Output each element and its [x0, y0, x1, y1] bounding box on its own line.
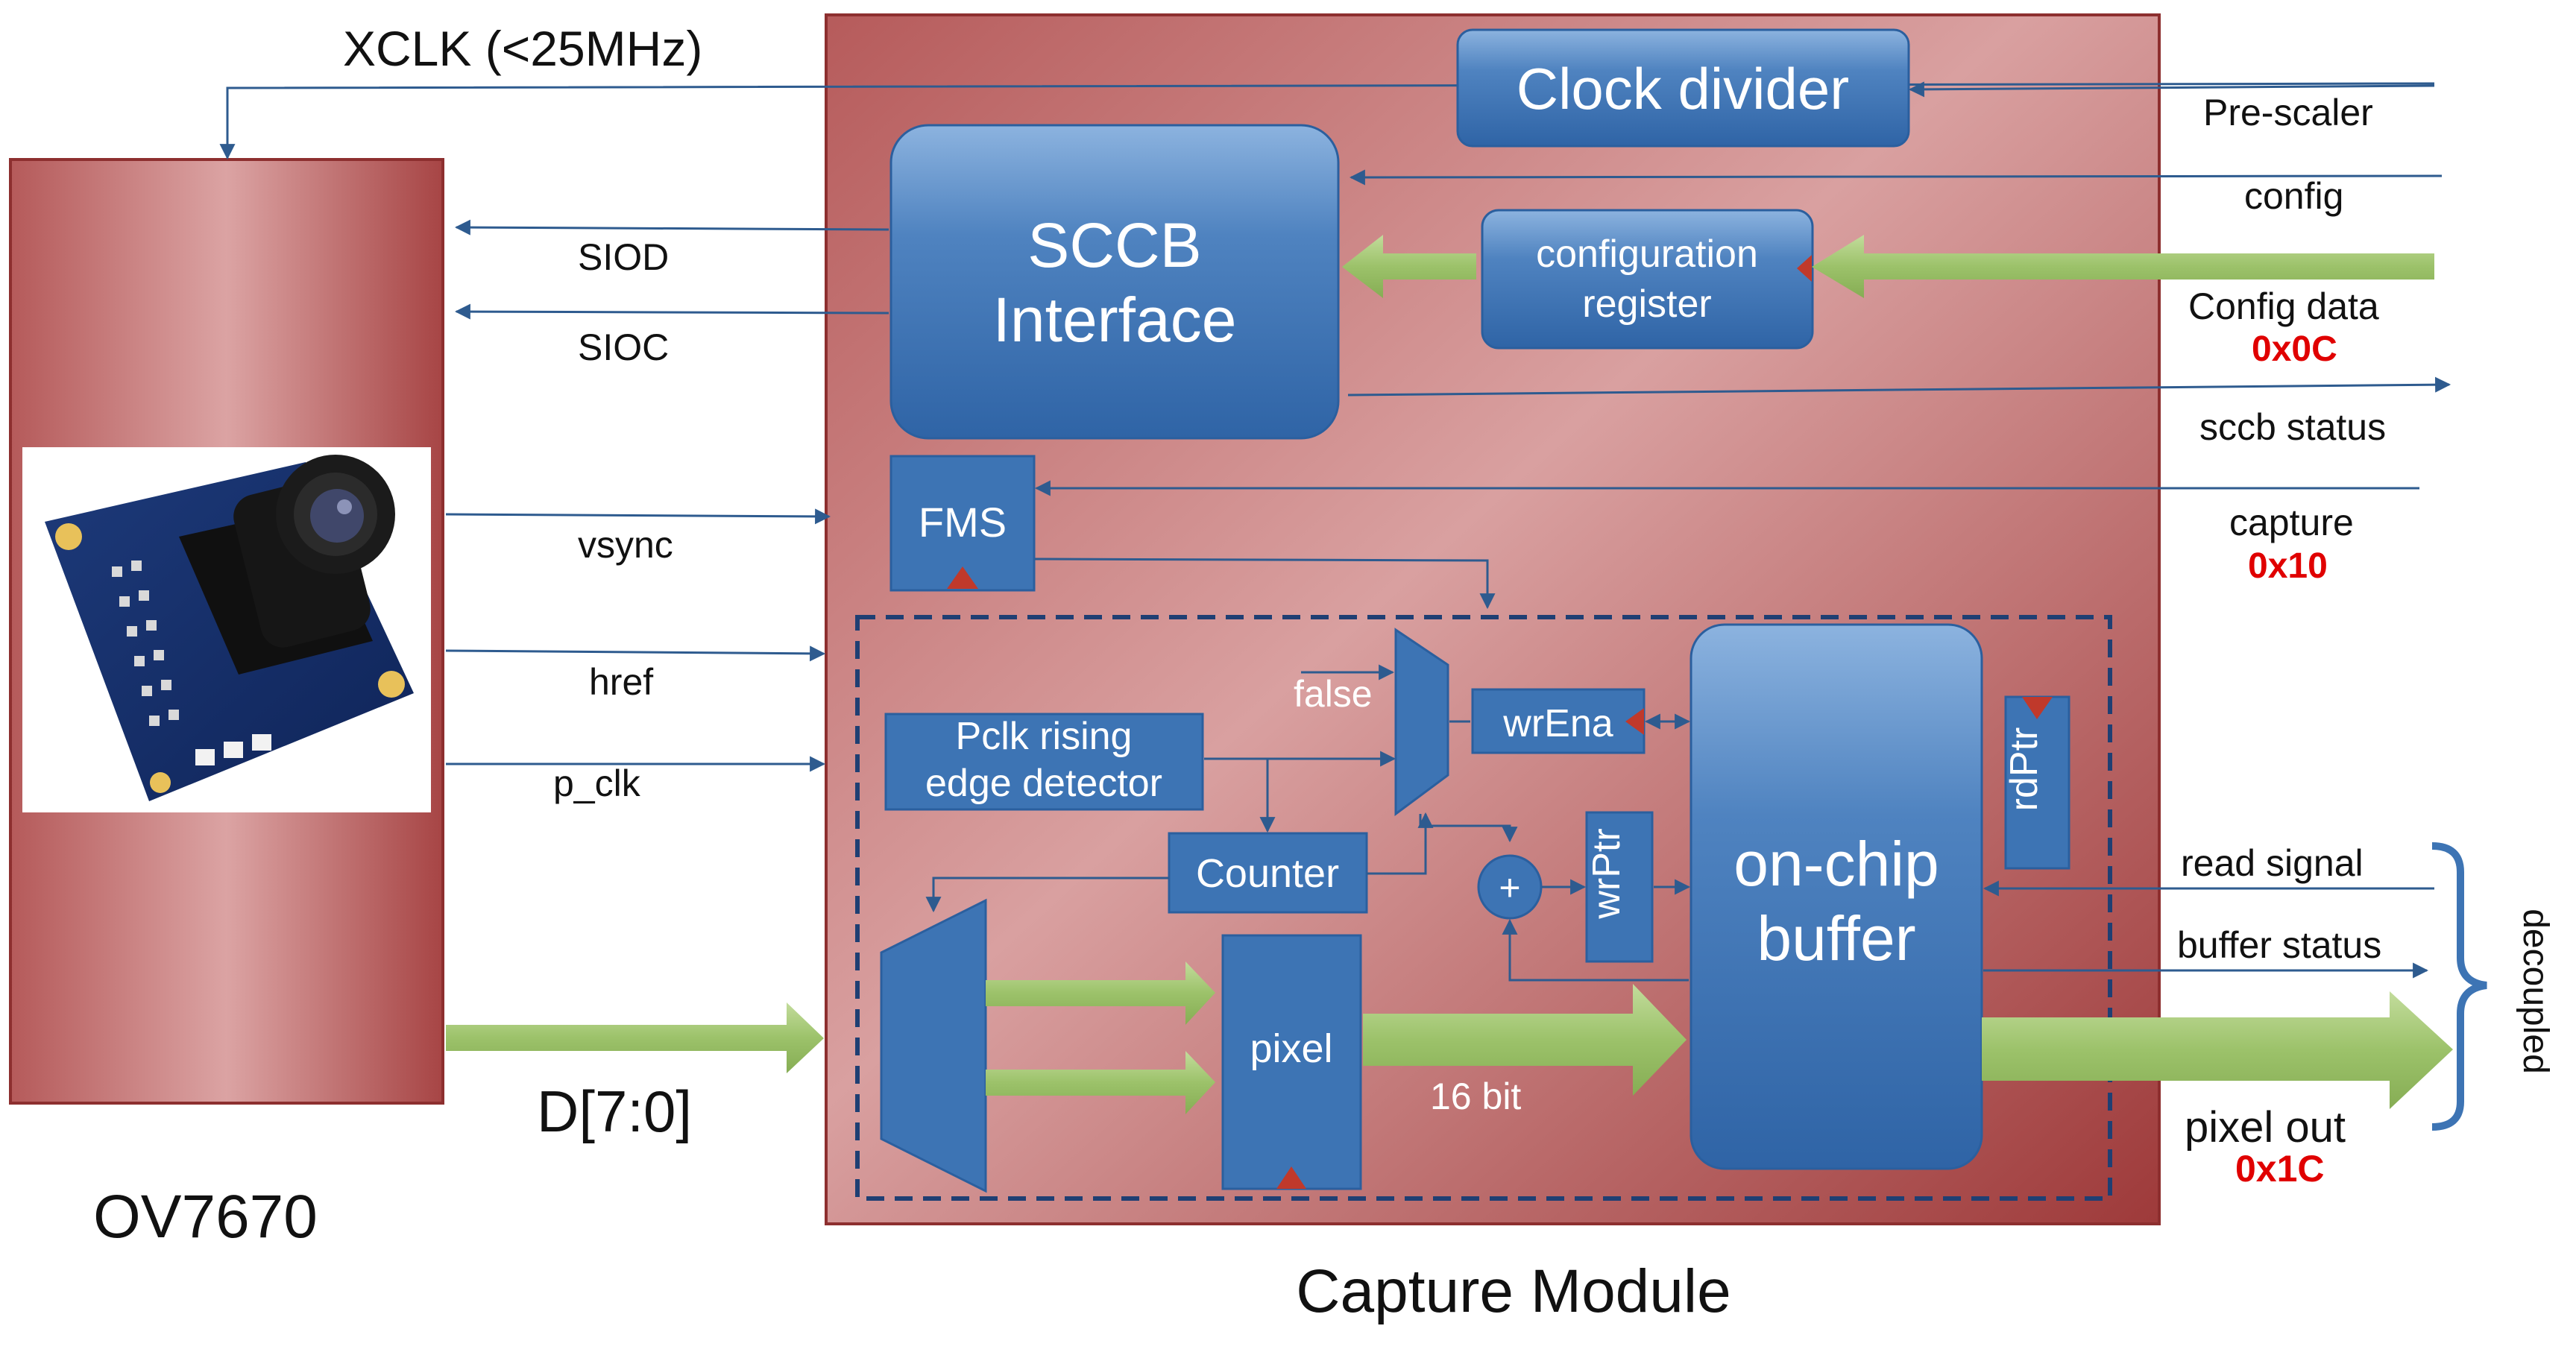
- camera-module-photo: [22, 447, 431, 812]
- pixel-out-address: 0x1C: [2235, 1148, 2325, 1190]
- pclk-edge-detector-block: [884, 713, 1204, 811]
- counter-to-demux-line: [925, 877, 1169, 913]
- wrena-label: wrEna: [1502, 702, 1613, 745]
- decoupled-label: decoupled: [2516, 909, 2555, 1074]
- pclk-detector-label-line1: Pclk rising: [956, 715, 1133, 758]
- config-data-bus-arrow: [1812, 235, 2434, 298]
- config-line: [1349, 169, 2443, 186]
- config-register-label-line2: register: [1582, 282, 1711, 326]
- capture-label: capture: [2229, 502, 2354, 543]
- wrptr-feedback-line: [1502, 918, 1689, 982]
- capture-address: 0x10: [2248, 546, 2328, 586]
- adder-plus: +: [1499, 867, 1520, 909]
- capture-module-title: Capture Module: [1296, 1257, 1731, 1325]
- config-label: config: [2244, 175, 2343, 217]
- sccb-label-line2: Interface: [993, 285, 1237, 355]
- sccb-interface-block: [889, 124, 1340, 440]
- config-to-sccb-bus-arrow: [1342, 235, 1476, 298]
- xclk-label: XCLK (<25MHz): [343, 21, 702, 76]
- sioc-line: [454, 303, 889, 320]
- data-bus-arrow: [446, 1002, 824, 1073]
- buffer-label-line1: on-chip: [1733, 829, 1939, 899]
- config-register-clock-marker: [1797, 255, 1812, 282]
- on-chip-buffer-block: [1689, 623, 1983, 1170]
- data-bus-label: D[7:0]: [537, 1079, 692, 1144]
- pixel-to-buffer-bus-arrow: [1363, 984, 1687, 1096]
- pixel-out-bus-arrow: [1982, 991, 2453, 1109]
- buffer-label-line2: buffer: [1757, 903, 1915, 973]
- byte-demux: [880, 898, 987, 1193]
- false-label: false: [1294, 673, 1373, 715]
- wrena-clock-marker: [1625, 708, 1644, 735]
- low-byte-bus-arrow: [986, 1051, 1215, 1114]
- counter-label: Counter: [1196, 851, 1339, 896]
- prescaler-line: [1908, 81, 2435, 98]
- fms-clock-marker: [947, 566, 978, 589]
- adder-circle: [1477, 854, 1543, 920]
- pixel-register: [1221, 934, 1362, 1190]
- ov7670-label: OV7670: [93, 1183, 318, 1251]
- siod-label: SIOD: [578, 236, 669, 278]
- read-signal-label: read signal: [2181, 842, 2364, 884]
- pclk-detector-label-line2: edge detector: [925, 762, 1162, 805]
- rdptr-label: rdPtr: [2003, 727, 2046, 812]
- config-register-label-line1: configuration: [1536, 233, 1758, 276]
- rdptr-register: [2004, 695, 2070, 870]
- config-data-address: 0x0C: [2252, 329, 2337, 369]
- counter-to-mux-line: [1367, 812, 1434, 875]
- rdptr-clock-marker: [2022, 697, 2053, 719]
- sccb-label-line1: SCCB: [1027, 210, 1201, 280]
- high-byte-bus-arrow: [986, 961, 1215, 1025]
- fms-to-datapath-line: [1034, 558, 1496, 610]
- pixel-out-label: pixel out: [2185, 1103, 2346, 1152]
- bit16-label: 16 bit: [1430, 1076, 1521, 1117]
- wrena-register: [1471, 688, 1646, 754]
- href-line: [445, 645, 826, 662]
- buffer-status-label: buffer status: [2177, 924, 2381, 966]
- sccb-status-label: sccb status: [2199, 406, 2386, 448]
- fms-label: FMS: [919, 499, 1007, 546]
- sioc-label: SIOC: [578, 326, 669, 368]
- clock-divider-label: Clock divider: [1517, 56, 1849, 121]
- prescaler-label: Pre-scaler: [2203, 92, 2373, 133]
- configuration-register-block: [1481, 209, 1814, 350]
- pclk-label: p_clk: [553, 762, 641, 804]
- config-data-label: Config data: [2188, 285, 2379, 327]
- counter-block: [1168, 832, 1368, 914]
- sccb-status-line: [1347, 376, 2451, 397]
- vsync-line: [445, 508, 831, 525]
- wrptr-register: [1585, 811, 1654, 963]
- pixel-clock-marker: [1276, 1166, 1306, 1189]
- capture-datapath-region: [855, 615, 2112, 1201]
- pixel-label: pixel: [1250, 1026, 1332, 1071]
- wrptr-label: wrPtr: [1585, 828, 1628, 919]
- vsync-label: vsync: [578, 524, 673, 566]
- decoupled-brace: [2431, 842, 2487, 1131]
- mux-to-adder-line: [1419, 814, 1518, 843]
- siod-line: [454, 219, 889, 236]
- write-enable-mux: [1394, 628, 1449, 816]
- href-label: href: [589, 661, 653, 703]
